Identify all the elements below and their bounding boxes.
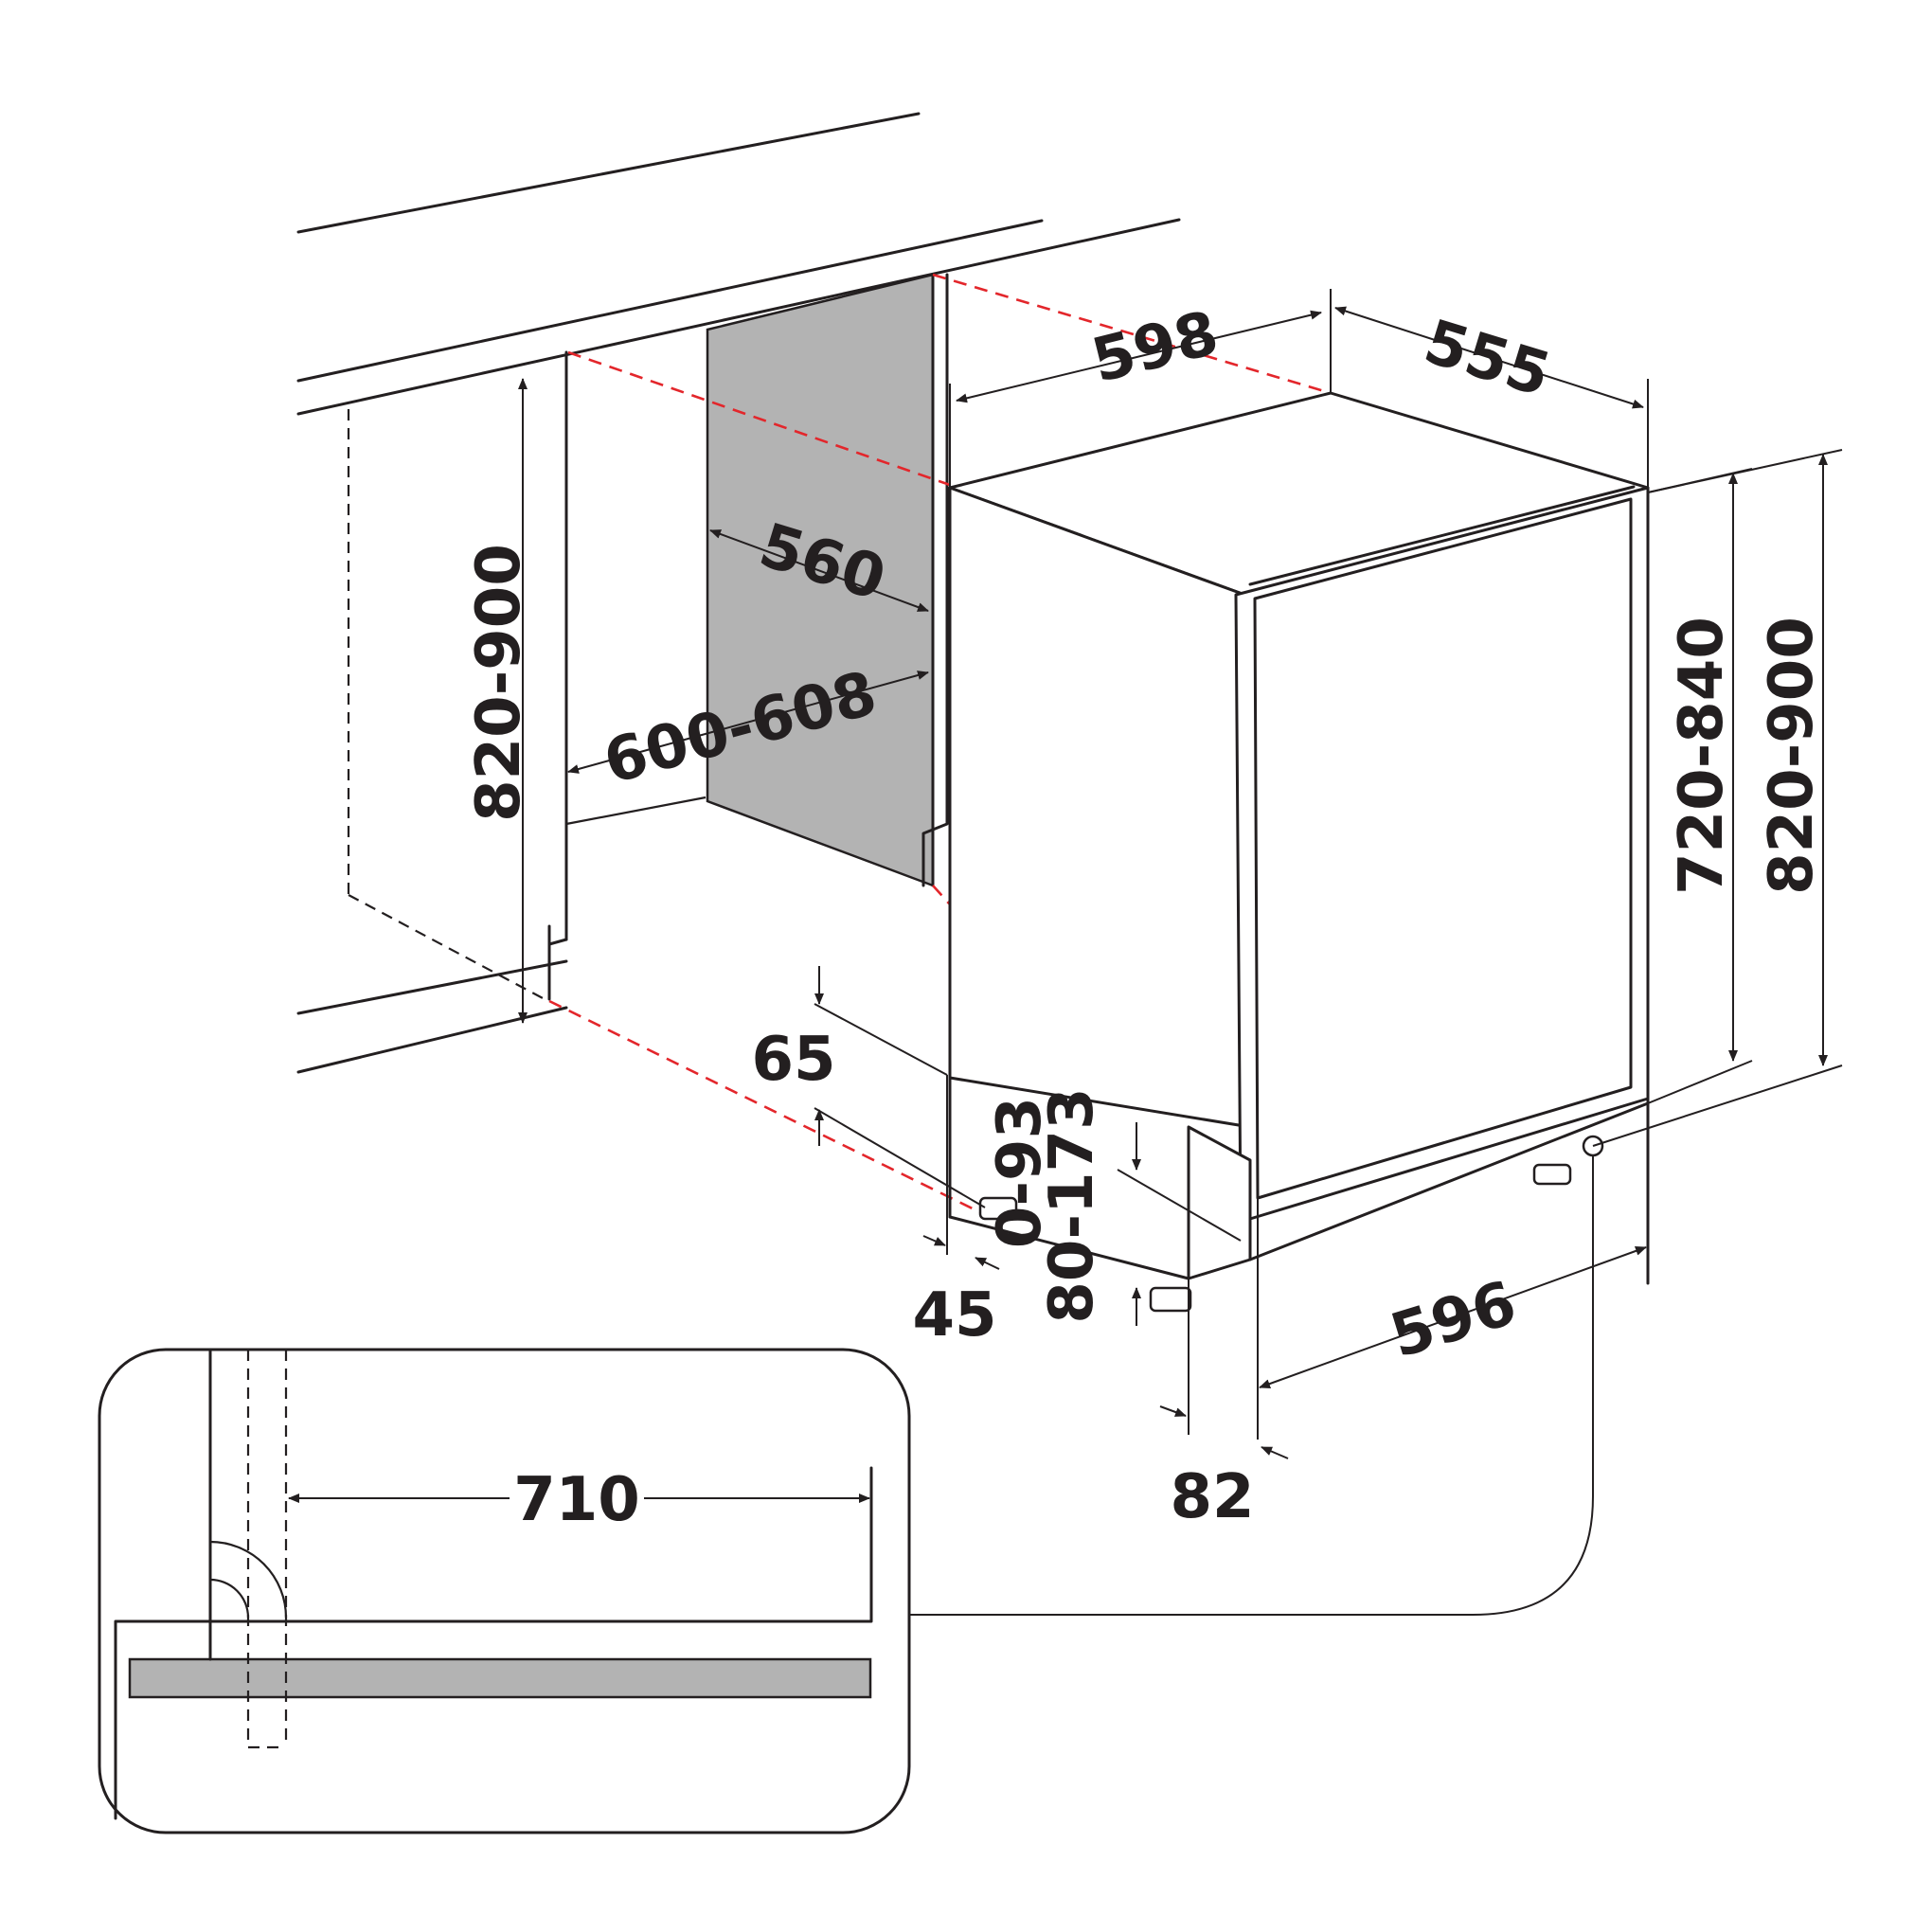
worktop-lines xyxy=(296,112,1181,1074)
label-plinth-setback: 0-93 xyxy=(985,1097,1055,1248)
dishwasher xyxy=(948,391,1650,1285)
inset-detail xyxy=(98,1348,911,1834)
label-appliance-height-body: 720-840 xyxy=(1667,617,1737,895)
label-appliance-width: 598 xyxy=(1085,298,1225,397)
dimension-lines xyxy=(518,289,1843,1616)
label-appliance-depth: 555 xyxy=(1417,307,1558,411)
label-door-offset: 82 xyxy=(1170,1462,1254,1532)
label-rear-offset: 45 xyxy=(912,1280,996,1351)
label-appliance-height-total: 820-900 xyxy=(1757,617,1827,895)
label-plinth-height: 65 xyxy=(751,1025,835,1095)
panel-bracket xyxy=(921,273,949,887)
label-foot-adjust: 80-173 xyxy=(1037,1087,1107,1323)
inset-worktop-bar xyxy=(128,1657,872,1699)
hidden-cabinet-outline xyxy=(347,409,546,1000)
niche-side-wall xyxy=(547,350,707,1001)
label-niche-height: 820-900 xyxy=(464,544,534,822)
label-inset-length: 710 xyxy=(513,1465,640,1535)
adjustable-feet xyxy=(978,1135,1604,1313)
label-door-width: 596 xyxy=(1383,1268,1524,1372)
